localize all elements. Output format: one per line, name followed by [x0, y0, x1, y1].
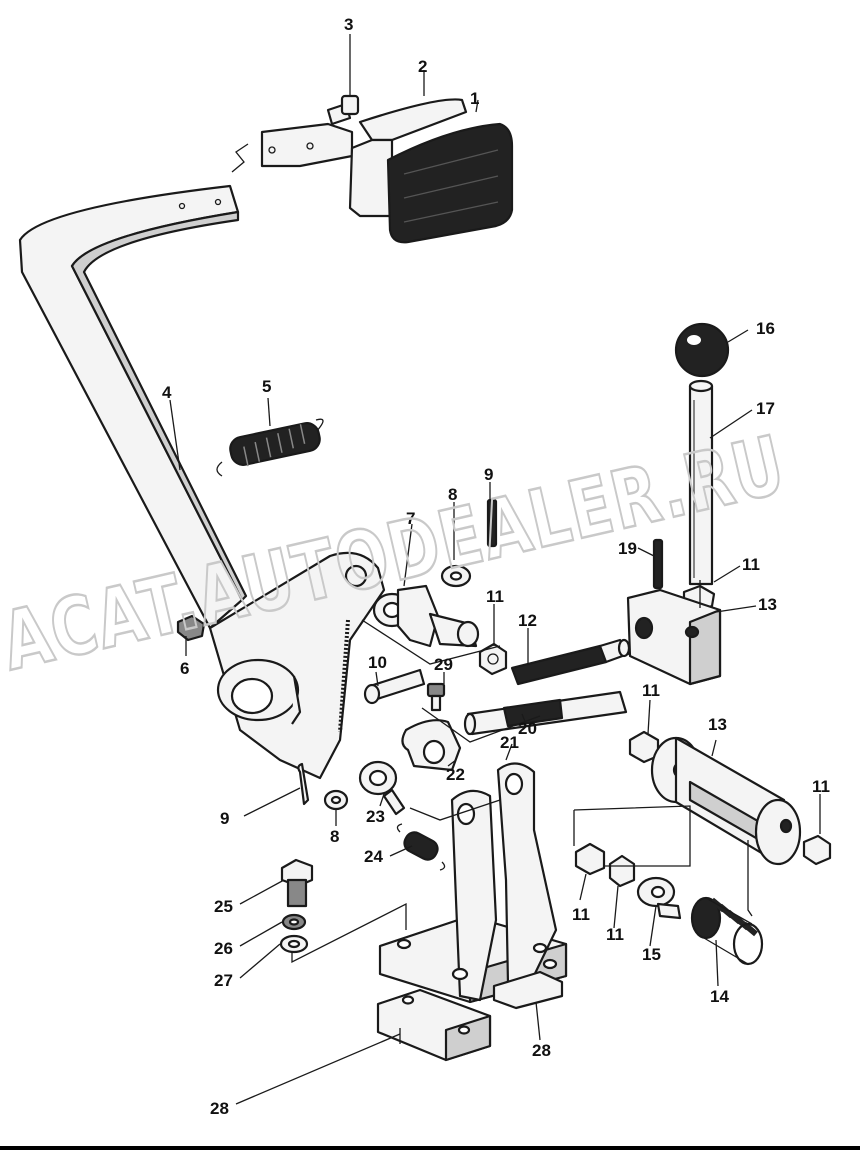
callout-7: 7 [406, 509, 415, 528]
hub-part-23 [358, 760, 406, 816]
bolt-part-25 [280, 858, 314, 908]
callout-8-lower: 8 [330, 827, 339, 846]
callout-28-left: 28 [210, 1099, 229, 1118]
callout-11-e: 11 [572, 905, 590, 924]
washer-part-8-upper [440, 564, 472, 588]
shim-part-28-left [376, 988, 492, 1062]
callout-8-upper: 8 [448, 485, 457, 504]
pin-part-19 [652, 538, 664, 590]
callout-29: 29 [434, 655, 453, 674]
spring-part-24 [396, 823, 446, 871]
guide-part-13 [650, 736, 802, 866]
shift-rod-part-17 [688, 379, 714, 586]
callout-6: 6 [180, 659, 189, 678]
nut-part-6 [176, 614, 206, 642]
callout-labels: 1 2 3 4 5 6 7 8 8 9 9 10 11 11 11 11 11 … [162, 15, 830, 1118]
callout-12: 12 [518, 611, 537, 630]
bolt-part-10 [363, 668, 426, 705]
callout-23: 23 [366, 807, 385, 826]
selector-block-part-18 [626, 588, 722, 686]
callout-11-b: 11 [742, 555, 760, 574]
callout-1: 1 [470, 89, 479, 108]
callout-14: 14 [710, 987, 729, 1006]
cotter-pin-part-9-lower [297, 762, 310, 806]
cam-part-22 [401, 719, 462, 772]
screw-part-29 [426, 682, 446, 712]
callout-2: 2 [418, 57, 427, 76]
callout-leaders [169, 34, 821, 1105]
pedal-cushion-part-2 [348, 98, 468, 218]
bolt-part-3 [326, 94, 360, 126]
callout-17: 17 [756, 399, 775, 418]
callout-27: 27 [214, 971, 233, 990]
nut-part-11-a [478, 642, 508, 676]
shim-part-28-right [492, 970, 564, 1010]
knob-part-16 [674, 322, 730, 378]
bottom-border [0, 1146, 860, 1150]
callout-11-a: 11 [486, 587, 504, 606]
shaft-part-20 [463, 690, 628, 736]
callout-10: 10 [368, 653, 387, 672]
callout-11-f: 11 [606, 925, 624, 944]
pedal-bracket [260, 122, 354, 168]
assembly-lines [231, 143, 753, 1044]
callout-25: 25 [214, 897, 233, 916]
pedal-pad-part-1 [386, 122, 514, 244]
callout-15: 15 [642, 945, 661, 964]
callout-4: 4 [162, 383, 172, 402]
callout-5: 5 [262, 377, 271, 396]
callout-9-lower: 9 [220, 809, 229, 828]
rod-end-part-7 [372, 584, 480, 648]
callout-20: 20 [518, 719, 537, 738]
callout-26: 26 [214, 939, 233, 958]
pedal-lever-part-4 [18, 184, 386, 780]
washer-part-26 [281, 913, 307, 931]
callout-24: 24 [364, 847, 383, 866]
callout-19: 19 [618, 539, 637, 558]
callout-16: 16 [756, 319, 775, 338]
cup-part-15 [636, 876, 682, 920]
washer-part-8-lower [323, 789, 349, 811]
shaft-part-12 [510, 638, 631, 686]
callout-22: 22 [446, 765, 465, 784]
callout-21: 21 [500, 733, 519, 752]
callout-13-guide: 13 [708, 715, 727, 734]
nut-part-11-d [802, 834, 832, 866]
nut-part-11-f [608, 854, 636, 888]
callout-13-block: 13 [758, 595, 777, 614]
callout-9-upper: 9 [484, 465, 493, 484]
callout-28-right: 28 [532, 1041, 551, 1060]
callout-11-d: 11 [812, 777, 830, 796]
callout-3: 3 [344, 15, 353, 34]
spring-part-14 [690, 896, 764, 966]
return-spring-part-5 [216, 418, 324, 477]
nut-part-11-e [574, 842, 606, 876]
callout-11-c: 11 [642, 681, 660, 700]
pin-part-9-upper [486, 498, 498, 548]
washer-part-27 [279, 934, 309, 954]
support-bracket-part-21 [378, 762, 568, 1004]
